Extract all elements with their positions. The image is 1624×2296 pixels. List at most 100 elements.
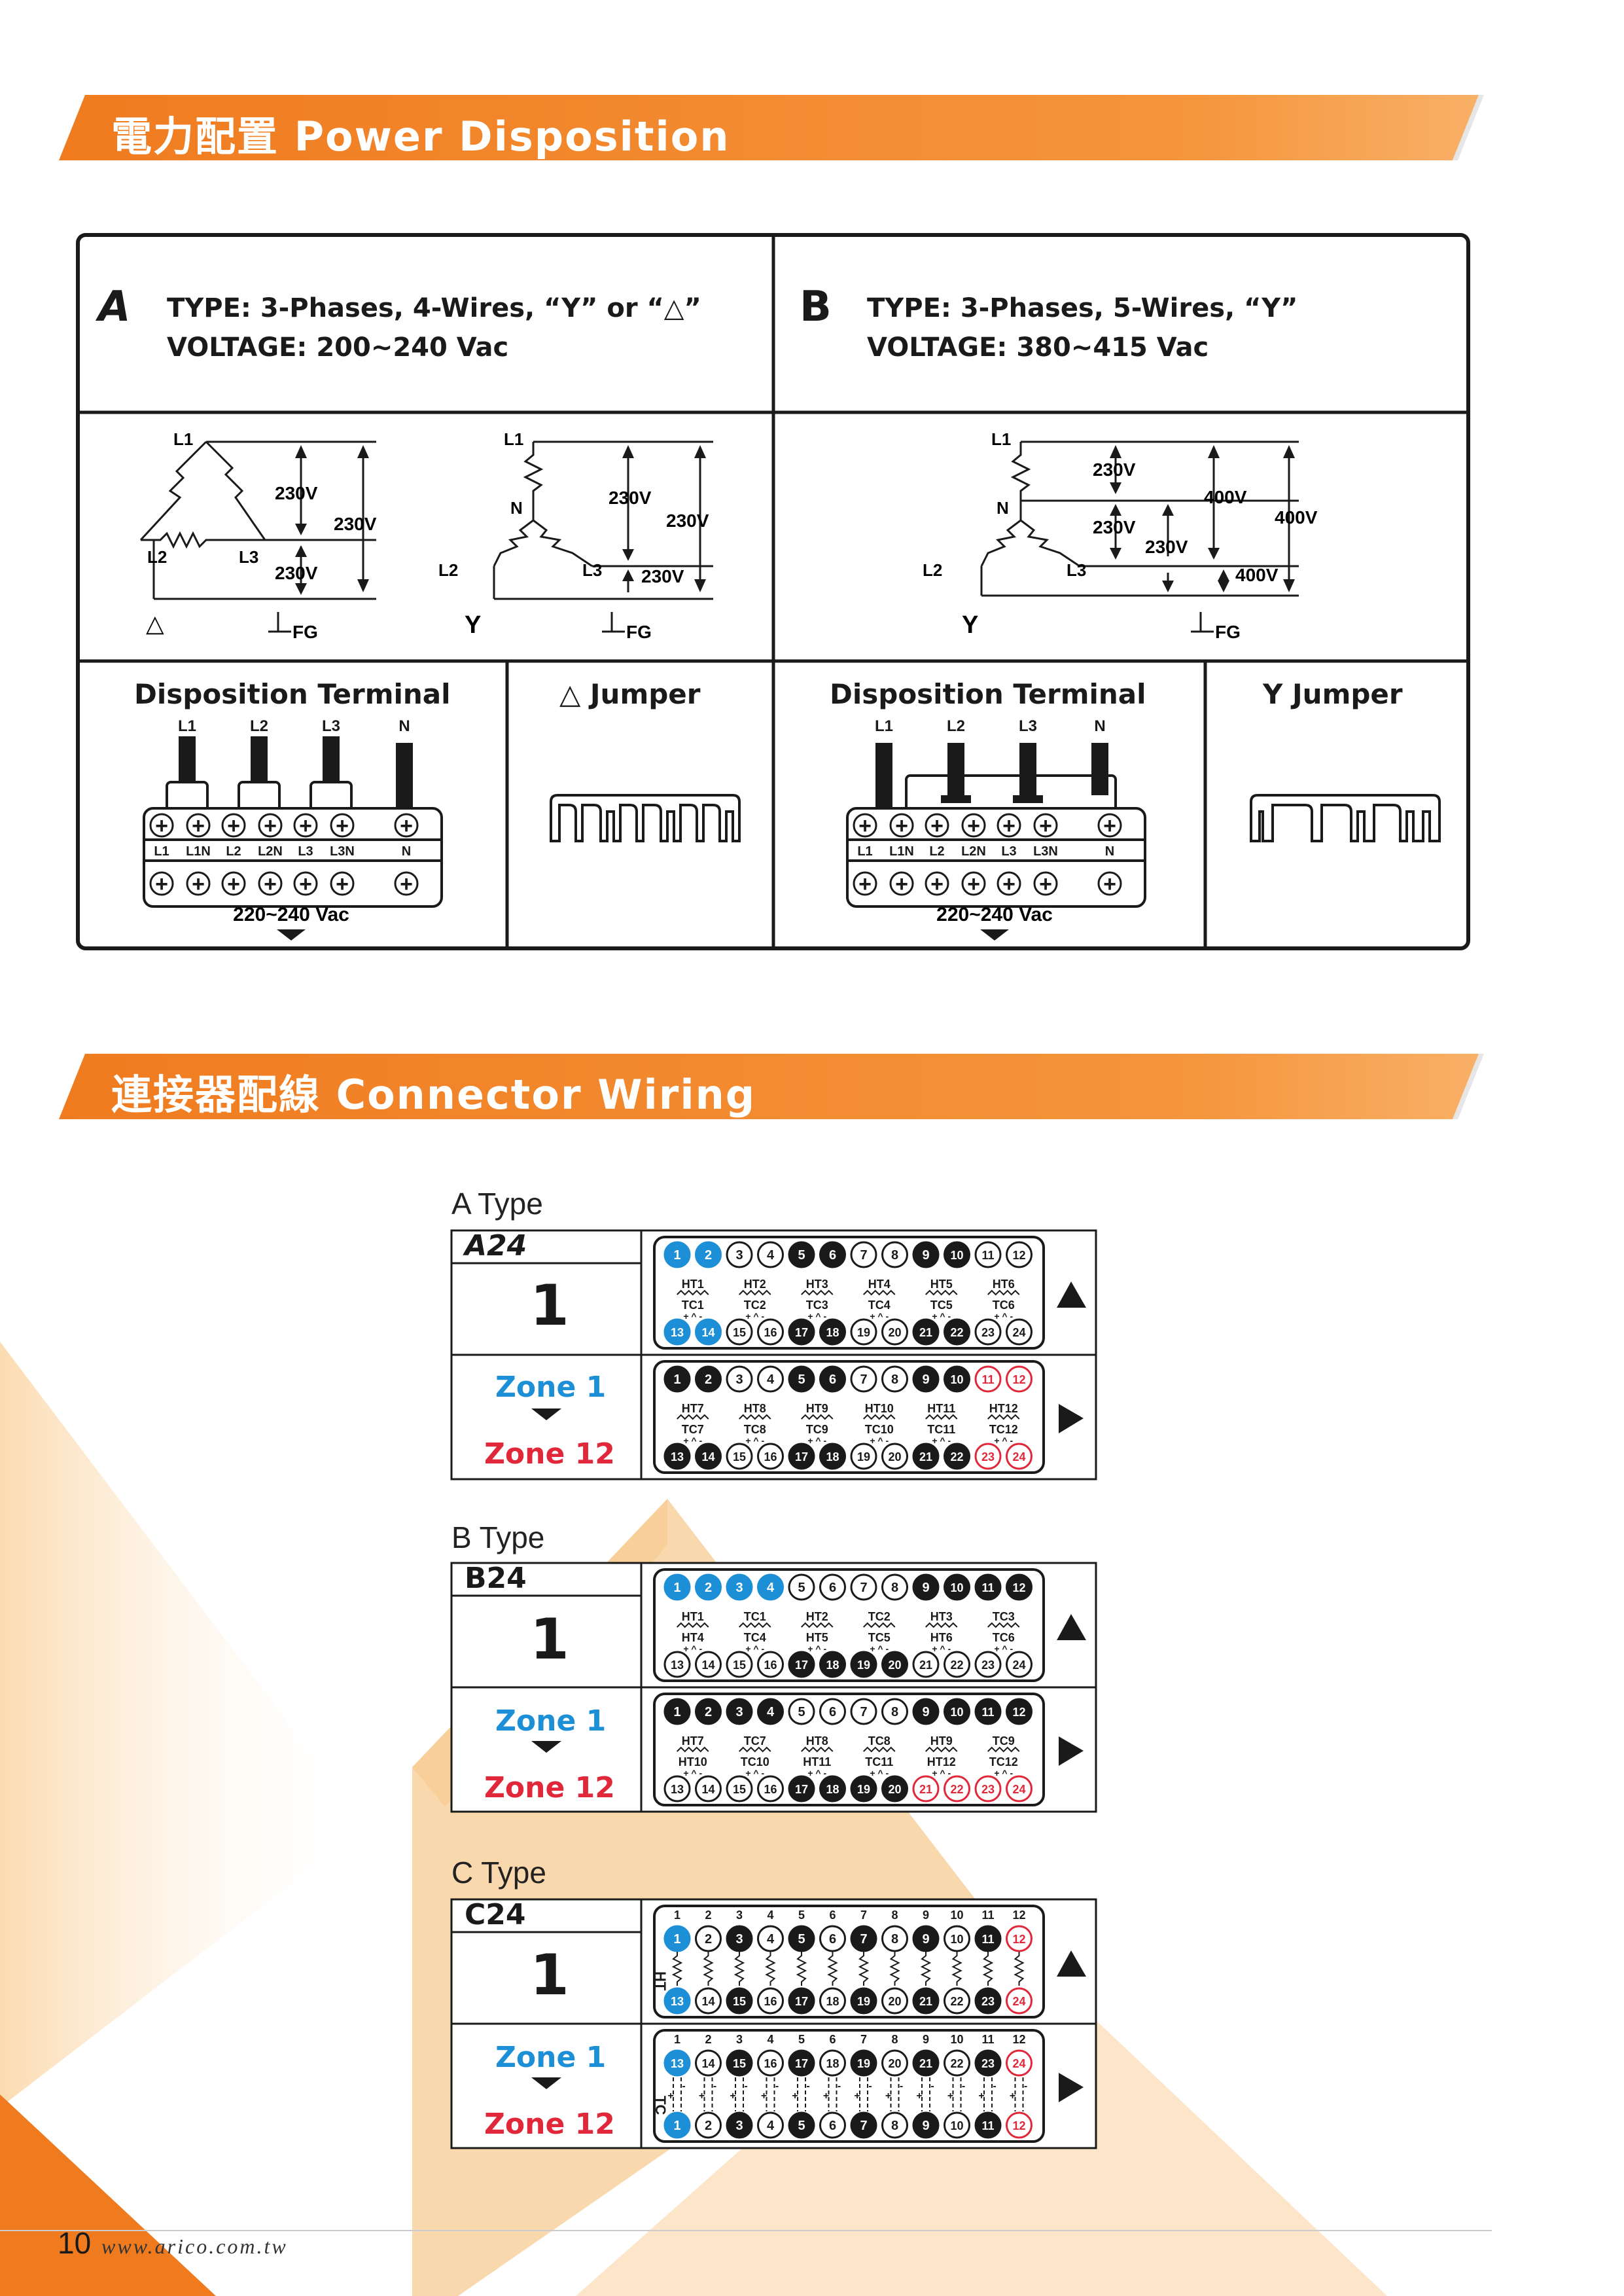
connector-pin-number: 4 [767, 2119, 775, 2133]
polarity-label: + ^ - [870, 1435, 889, 1446]
wye-b-l1-label: L1 [991, 429, 1011, 449]
connector-pin [912, 1318, 940, 1346]
connector-pin [944, 2049, 970, 2077]
connector-pin [974, 1241, 1002, 1268]
svg-text:L1N: L1N [186, 844, 211, 859]
connector-pin-number: 14 [701, 1450, 715, 1463]
svg-text:+: + [895, 872, 908, 897]
svg-text:+: + [400, 872, 413, 897]
connector-pin-number: 19 [857, 1326, 870, 1339]
polarity-label: + ^ - [994, 1311, 1013, 1321]
connector-pin [663, 2049, 691, 2077]
connector-pin-number: 9 [922, 1581, 929, 1595]
connector-pin [695, 2111, 722, 2139]
polarity-label: - [1024, 2081, 1027, 2092]
column-number: 5 [798, 1909, 805, 1922]
polarity-label: + ^ - [932, 1768, 951, 1778]
b24-one: 1 [530, 1607, 569, 1672]
column-number: 12 [1012, 2033, 1025, 2046]
connector-pin [944, 1573, 970, 1601]
connector-pin-number: 14 [701, 2057, 715, 2070]
connector-pin [944, 2111, 970, 2139]
a24-zone12: Zone 12 [484, 1437, 615, 1471]
connector-pin-number: 11 [981, 1706, 994, 1719]
wye-a-voltage-2: 230V [666, 511, 709, 531]
connector-pin-number: 3 [735, 1705, 743, 1719]
channel-label: TC1 [682, 1299, 704, 1312]
connector-pin-number: 12 [1012, 1706, 1025, 1719]
polarity-label: + ^ - [807, 1311, 826, 1321]
connector-pin [881, 2049, 908, 2077]
right-triangle-icon [1059, 1404, 1084, 1433]
connector-pin-number: 2 [705, 2119, 712, 2133]
wye-a-voltage-1: 230V [609, 488, 652, 508]
polarity-label: + [916, 2090, 922, 2102]
b24-zone1: Zone 1 [495, 1704, 607, 1738]
terminal-a-vac: 220~240 Vac [233, 904, 349, 925]
connector-pin-number: 12 [1012, 2119, 1025, 2132]
section-title-power: 電力配置 Power Disposition [111, 113, 730, 160]
polarity-label: - [682, 2081, 685, 2092]
connector-pin [726, 1241, 753, 1268]
svg-text:L3N: L3N [330, 844, 355, 859]
heater-symbol [987, 1622, 1020, 1628]
connector-pin [974, 2049, 1002, 2077]
connector-pin-number: 13 [671, 2057, 684, 2070]
connector-pin-number: 22 [950, 1995, 963, 2008]
column-number: 11 [981, 2033, 994, 2046]
connector-pin [912, 1987, 940, 2015]
channel-label: HT11 [803, 1755, 831, 1768]
connector-pin [788, 1365, 815, 1393]
connector-pin-number: 21 [919, 1995, 932, 2008]
connector-pin-number: 14 [701, 1659, 715, 1672]
connector-pin-number: 19 [857, 1995, 870, 2008]
channel-label: HT10 [679, 1755, 707, 1768]
connector-pin [788, 1925, 815, 1952]
channel-label: HT10 [865, 1402, 894, 1415]
connector-pin [757, 1651, 784, 1678]
connector-pin-number: 4 [767, 1372, 775, 1387]
connector-pin-number: 10 [950, 1933, 963, 1946]
connector-pin [819, 2111, 846, 2139]
channel-label: HT6 [993, 1278, 1015, 1291]
connector-pin [788, 1241, 815, 1268]
delta-voltage-1: 230V [275, 483, 318, 503]
connector-pin-number: 17 [795, 1326, 808, 1339]
connector-pin-number: 4 [767, 1581, 775, 1595]
svg-text:+: + [1002, 872, 1015, 897]
heater-symbol [703, 1952, 714, 1986]
connector-pin-number: 3 [735, 1372, 743, 1387]
connector-pin [726, 1365, 753, 1393]
right-triangle-icon [1059, 2073, 1084, 2102]
connector-pin [663, 1443, 691, 1470]
connector-pin [1006, 1318, 1033, 1346]
connector-pin-number: 13 [671, 1659, 684, 1672]
delta-voltage-2: 230V [334, 514, 377, 534]
connector-pin-number: 5 [798, 1248, 805, 1263]
footer-url[interactable]: www.arico.com.tw [101, 2234, 288, 2258]
connector-pin [881, 1241, 908, 1268]
terminal-a-title: Disposition Terminal [134, 678, 451, 710]
connector-pin [974, 1365, 1002, 1393]
type-b-letter: B [800, 283, 832, 331]
heater-symbol [733, 1952, 745, 1986]
connector-pin-number: 20 [888, 1783, 901, 1796]
connector-pin-number: 8 [891, 1581, 898, 1595]
heater-symbol [677, 1289, 709, 1296]
connector-pin [663, 1365, 691, 1393]
delta-jumper-graphic [550, 794, 741, 842]
connector-pin [850, 1241, 877, 1268]
connector-pin [1006, 2049, 1033, 2077]
polarity-label: + [947, 2090, 953, 2102]
connector-body [653, 1693, 1045, 1806]
column-number: 6 [829, 1909, 836, 1922]
connector-pin [757, 2111, 784, 2139]
connector-pin [757, 1987, 784, 2015]
polarity-label: - [930, 2081, 934, 2092]
column-number: 8 [891, 1909, 898, 1922]
connector-pin [1006, 1651, 1033, 1678]
connector-pin [663, 1651, 691, 1678]
connector-pin [912, 1241, 940, 1268]
connector-pin-number: 15 [733, 1450, 746, 1463]
heater-symbol [987, 1289, 1020, 1296]
